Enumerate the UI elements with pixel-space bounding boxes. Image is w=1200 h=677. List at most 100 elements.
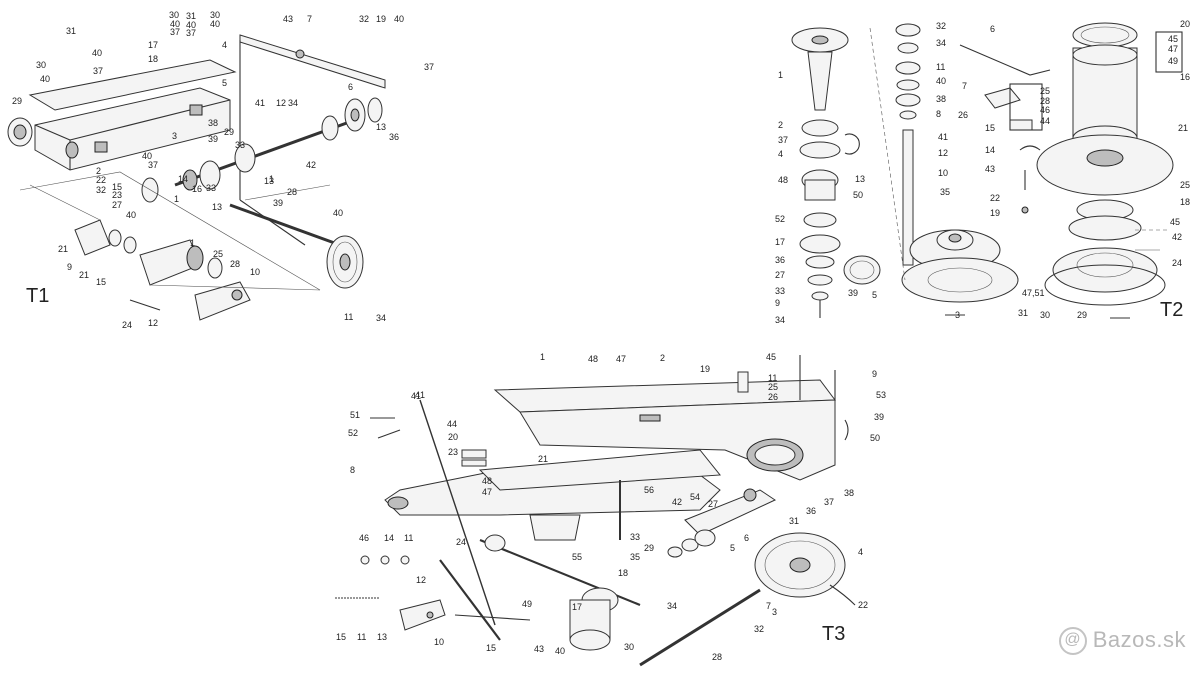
part-callout: 24 xyxy=(456,537,466,547)
part-callout: 7 xyxy=(307,14,312,24)
part-callout: 43 xyxy=(985,164,995,174)
part-callout: 42 xyxy=(306,160,316,170)
part-callout: 1 xyxy=(269,174,274,184)
part-callout: 40 xyxy=(40,74,50,84)
part-callout: 36 xyxy=(775,255,785,265)
part-callout: 31 xyxy=(1018,308,1028,318)
part-callout: 27 xyxy=(112,200,122,210)
part-callout: 36 xyxy=(389,132,399,142)
part-callout: 15 xyxy=(985,123,995,133)
part-callout: 1 xyxy=(190,238,195,248)
part-callout: 48 xyxy=(482,476,492,486)
part-callout: 25 xyxy=(1040,86,1050,96)
part-callout: 28 xyxy=(1040,96,1050,106)
part-callout: 31 xyxy=(789,516,799,526)
part-callout: 45 xyxy=(766,352,776,362)
part-callout: 27 xyxy=(708,499,718,509)
part-callout: 34 xyxy=(775,315,785,325)
part-callout: 33 xyxy=(775,286,785,296)
part-callout: 12 xyxy=(416,575,426,585)
part-callout: 1 xyxy=(778,70,783,80)
part-callout: 8 xyxy=(936,109,941,119)
part-callout: 50 xyxy=(870,433,880,443)
part-callout: 20 xyxy=(1180,19,1190,29)
part-callout: 15 xyxy=(336,632,346,642)
part-callout: 25 xyxy=(213,249,223,259)
part-callout: 32 xyxy=(359,14,369,24)
part-callout: 42 xyxy=(1172,232,1182,242)
part-callout: 30 xyxy=(36,60,46,70)
part-callout: 32 xyxy=(936,21,946,31)
part-callout: 44 xyxy=(447,419,457,429)
part-callout: 47 xyxy=(1168,44,1178,54)
part-callout: 11 xyxy=(768,373,777,383)
part-callout: 12 xyxy=(938,148,948,158)
part-callout: 41 xyxy=(938,132,948,142)
part-callout: 12 xyxy=(276,98,286,108)
part-callout: 34 xyxy=(667,601,677,611)
part-callout: 11 xyxy=(344,312,353,322)
part-callout: 31 xyxy=(186,11,196,21)
part-callout: 2 xyxy=(660,353,665,363)
part-callout: 28 xyxy=(230,259,240,269)
part-callout: 46 xyxy=(1040,105,1050,115)
part-callout: 15 xyxy=(486,643,496,653)
watermark-text: Bazos.sk xyxy=(1092,626,1186,652)
part-callout: 35 xyxy=(940,187,950,197)
part-callout: 50 xyxy=(853,190,863,200)
part-callout: 16 xyxy=(192,184,202,194)
part-callout: 1 xyxy=(174,194,179,204)
part-callout: 2 xyxy=(96,166,101,176)
part-callout: 6 xyxy=(348,82,353,92)
part-callout: 16 xyxy=(1180,72,1190,82)
bazos-watermark: @Bazos.sk xyxy=(1058,626,1186,655)
part-callout: 46 xyxy=(359,533,369,543)
part-callout: 34 xyxy=(288,98,298,108)
part-callout: 31 xyxy=(66,26,76,36)
part-callout: 47,51 xyxy=(1022,288,1045,298)
part-callout: 1 xyxy=(540,352,545,362)
part-callout: 40 xyxy=(394,14,404,24)
part-callout: 36 xyxy=(806,506,816,516)
part-callout: 49 xyxy=(1168,56,1178,66)
part-callout: 11 xyxy=(404,533,413,543)
part-callout: 10 xyxy=(434,637,444,647)
part-callout: 28 xyxy=(287,187,297,197)
part-callout: 26 xyxy=(958,110,968,120)
plate-t1-drawing xyxy=(7,34,386,321)
part-callout: 47 xyxy=(616,354,626,364)
part-callout: 5 xyxy=(222,78,227,88)
part-callout: 30 xyxy=(624,642,634,652)
part-callout: 3 xyxy=(955,310,960,320)
part-callout: 41 xyxy=(411,391,421,401)
part-callout: 38 xyxy=(208,118,218,128)
part-callout: 25 xyxy=(768,382,778,392)
part-callout: 13 xyxy=(212,202,222,212)
part-callout: 11 xyxy=(936,62,945,72)
part-callout: 21 xyxy=(538,454,548,464)
part-callout: 29 xyxy=(224,127,234,137)
part-callout: 5 xyxy=(872,290,877,300)
part-callout: 47 xyxy=(482,487,492,497)
part-callout: 23 xyxy=(112,190,122,200)
part-callout: 30 xyxy=(210,10,220,20)
part-callout: 20 xyxy=(448,432,458,442)
part-callout: 11 xyxy=(357,632,366,642)
part-callout: 40 xyxy=(186,20,196,30)
part-callout: 52 xyxy=(348,428,358,438)
plate-title-t2: T2 xyxy=(1160,299,1183,321)
part-callout: 24 xyxy=(122,320,132,330)
part-callout: 40 xyxy=(170,19,180,29)
part-callout: 19 xyxy=(376,14,386,24)
part-callout: 21 xyxy=(1178,123,1188,133)
part-callout: 9 xyxy=(872,369,877,379)
part-callout: 18 xyxy=(148,54,158,64)
part-callout: 54 xyxy=(690,492,700,502)
part-callout: 55 xyxy=(572,552,582,562)
part-callout: 45 xyxy=(1168,34,1178,44)
part-callout: 21 xyxy=(58,244,68,254)
part-callout: 39 xyxy=(208,134,218,144)
part-callout: 18 xyxy=(1180,197,1190,207)
part-callout: 40 xyxy=(936,76,946,86)
part-callout: 33 xyxy=(630,532,640,542)
